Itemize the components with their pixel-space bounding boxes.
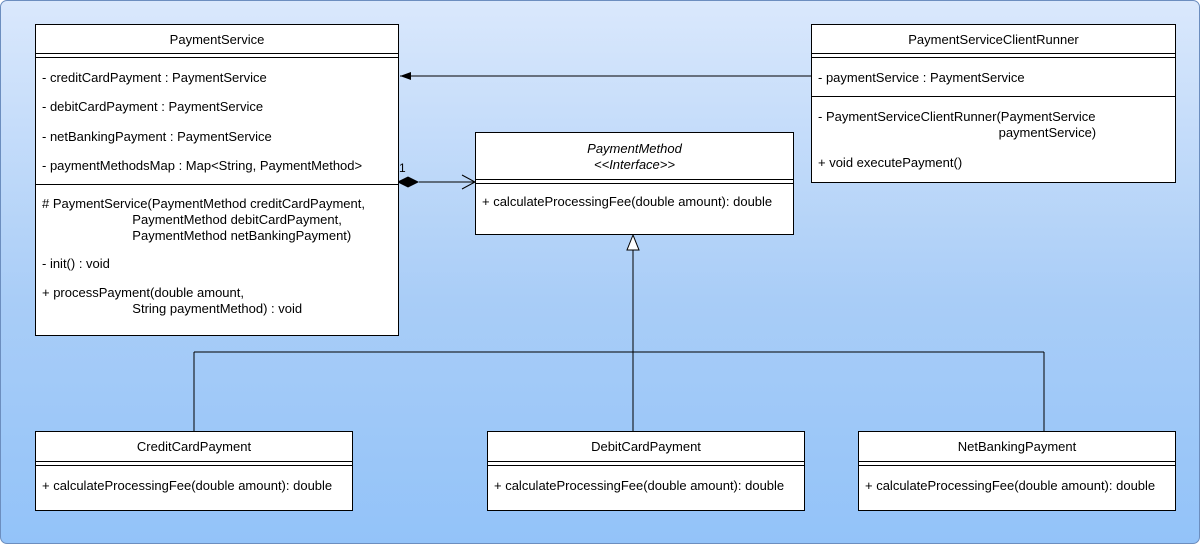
composition-diamond <box>396 176 420 188</box>
composition-edge <box>396 174 477 190</box>
composition-multiplicity: 1 <box>399 161 406 175</box>
method-execute-payment: + void executePayment() <box>818 155 963 170</box>
method-calculate-processing-fee: + calculateProcessingFee(double amount):… <box>865 478 1156 493</box>
class-name: CreditCardPayment <box>136 439 252 454</box>
class-payment-service-client-runner[interactable]: PaymentServiceClientRunner - paymentServ… <box>811 24 1176 183</box>
class-debit-card-payment[interactable]: DebitCardPayment + calculateProcessingFe… <box>487 431 805 511</box>
class-name: PaymentService <box>169 32 265 47</box>
method-constructor: # PaymentService(PaymentMethod creditCar… <box>42 196 365 243</box>
method-calculate-processing-fee: + calculateProcessingFee(double amount):… <box>494 478 785 493</box>
attribute-net-banking-payment: - netBankingPayment : PaymentService <box>42 129 272 144</box>
method-client-runner-constructor: - PaymentServiceClientRunner(PaymentServ… <box>818 109 1097 140</box>
class-payment-service[interactable]: PaymentService - creditCardPayment : Pay… <box>35 24 399 336</box>
method-calculate-processing-fee: + calculateProcessingFee(double amount):… <box>482 194 773 209</box>
interface-payment-method[interactable]: PaymentMethod <<Interface>> + calculateP… <box>475 132 794 235</box>
class-net-banking-payment[interactable]: NetBankingPayment + calculateProcessingF… <box>858 431 1176 511</box>
attribute-credit-card-payment: - creditCardPayment : PaymentService <box>42 70 267 85</box>
inheritance-triangle <box>626 233 640 251</box>
method-calculate-processing-fee: + calculateProcessingFee(double amount):… <box>42 478 333 493</box>
method-process-payment: + processPayment(double amount, String p… <box>42 285 303 316</box>
attribute-debit-card-payment: - debitCardPayment : PaymentService <box>42 99 264 114</box>
class-name: PaymentServiceClientRunner <box>908 32 1079 47</box>
class-credit-card-payment[interactable]: CreditCardPayment + calculateProcessingF… <box>35 431 353 511</box>
class-name: NetBankingPayment <box>957 439 1077 454</box>
interface-title: PaymentMethod <<Interface>> <box>476 133 793 173</box>
attribute-payment-methods-map: - paymentMethodsMap : Map<String, Paymen… <box>42 158 363 173</box>
method-init: - init() : void <box>42 256 110 271</box>
class-name: DebitCardPayment <box>591 439 701 454</box>
attribute-payment-service: - paymentService : PaymentService <box>818 70 1025 85</box>
interface-name: PaymentMethod <box>587 141 682 156</box>
generalization-edges <box>193 250 1045 431</box>
interface-stereotype: <<Interface>> <box>594 157 675 172</box>
